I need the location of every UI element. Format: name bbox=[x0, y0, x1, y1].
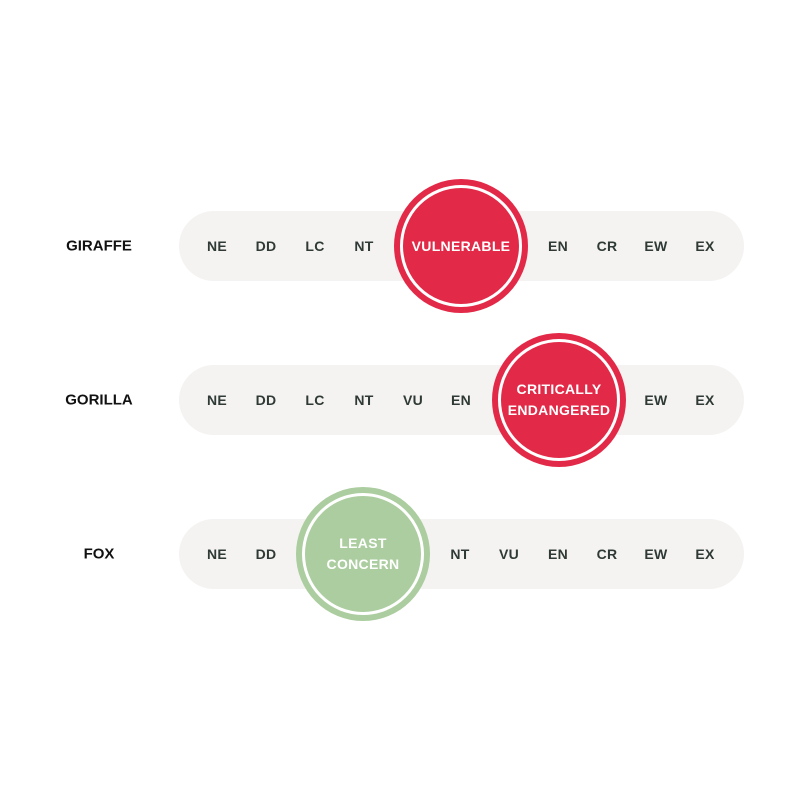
code-en: EN bbox=[547, 238, 569, 254]
status-badge: CRITICALLY ENDANGERED bbox=[492, 333, 626, 467]
code-nt: NT bbox=[450, 546, 470, 562]
status-track bbox=[179, 365, 744, 435]
animal-label: GORILLA bbox=[65, 391, 133, 409]
code-ex: EX bbox=[695, 238, 715, 254]
code-dd: DD bbox=[255, 392, 277, 408]
code-en: EN bbox=[450, 392, 472, 408]
code-cr: CR bbox=[596, 546, 618, 562]
code-ew: EW bbox=[644, 392, 668, 408]
status-badge-label: VULNERABLE bbox=[400, 185, 522, 307]
code-ne: NE bbox=[206, 238, 228, 254]
status-badge-label: LEAST CONCERN bbox=[302, 493, 424, 615]
status-row-giraffe: GIRAFFE NE DD LC NT VULNERABLE EN CR EW … bbox=[0, 176, 800, 316]
code-lc: LC bbox=[305, 392, 325, 408]
animal-label: GIRAFFE bbox=[66, 237, 132, 255]
code-nt: NT bbox=[354, 392, 374, 408]
code-ew: EW bbox=[644, 238, 668, 254]
status-badge: LEAST CONCERN bbox=[296, 487, 430, 621]
code-ew: EW bbox=[644, 546, 668, 562]
code-dd: DD bbox=[255, 546, 277, 562]
code-vu: VU bbox=[402, 392, 424, 408]
code-lc: LC bbox=[305, 238, 325, 254]
status-badge-label: CRITICALLY ENDANGERED bbox=[498, 339, 620, 461]
code-en: EN bbox=[547, 546, 569, 562]
code-ne: NE bbox=[206, 392, 228, 408]
code-ex: EX bbox=[695, 546, 715, 562]
code-cr: CR bbox=[596, 238, 618, 254]
status-track bbox=[179, 519, 744, 589]
code-nt: NT bbox=[354, 238, 374, 254]
code-vu: VU bbox=[498, 546, 520, 562]
status-badge: VULNERABLE bbox=[394, 179, 528, 313]
animal-label: FOX bbox=[83, 545, 115, 563]
code-ex: EX bbox=[695, 392, 715, 408]
status-row-gorilla: GORILLA NE DD LC NT VU EN CRITICALLY END… bbox=[0, 330, 800, 470]
status-row-fox: FOX NE DD LEAST CONCERN NT VU EN CR EW E… bbox=[0, 484, 800, 624]
code-ne: NE bbox=[206, 546, 228, 562]
code-dd: DD bbox=[255, 238, 277, 254]
